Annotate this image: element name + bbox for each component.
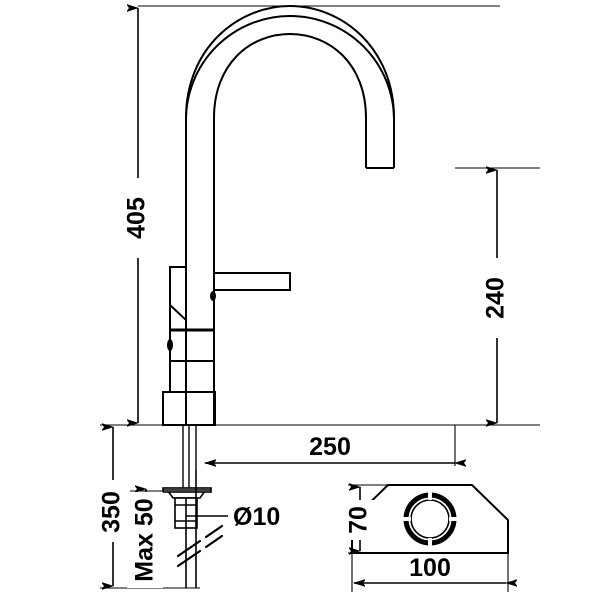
dimension-base-depth: 70	[341, 487, 377, 551]
supply-hose	[185, 470, 197, 588]
washer-plate	[162, 487, 212, 499]
dimension-base-width: 100	[354, 554, 506, 583]
body-side-detents	[167, 291, 216, 351]
callout-hole-diameter: Ø10	[186, 503, 280, 531]
dimension-label-405: 405	[123, 197, 151, 239]
break-line-symbol	[176, 524, 224, 568]
dimension-label-diameter-10: Ø10	[233, 503, 280, 531]
dimension-overall-height: 405	[118, 8, 154, 423]
mounting-shank	[182, 425, 197, 492]
dimension-max-thickness: Max 50	[127, 489, 163, 588]
dimension-label-70: 70	[345, 506, 373, 534]
dimension-label-250: 250	[309, 433, 351, 461]
centre-mark-ticks	[402, 491, 458, 547]
base-plate-plan-view: 70 100	[341, 485, 508, 592]
dimension-spout-reach: 250	[205, 425, 455, 466]
spout-gooseneck	[185, 4, 395, 290]
dimension-label-240: 240	[482, 277, 510, 319]
dimension-label-100: 100	[409, 554, 451, 582]
dimension-spout-height: 240	[477, 170, 513, 423]
base-plate-inner-circle	[410, 499, 450, 539]
dimension-label-max-50: Max 50	[131, 498, 159, 581]
dimension-label-350: 350	[98, 491, 126, 533]
dimension-hose-length: 350	[94, 427, 130, 586]
faucet-handle	[213, 272, 291, 291]
